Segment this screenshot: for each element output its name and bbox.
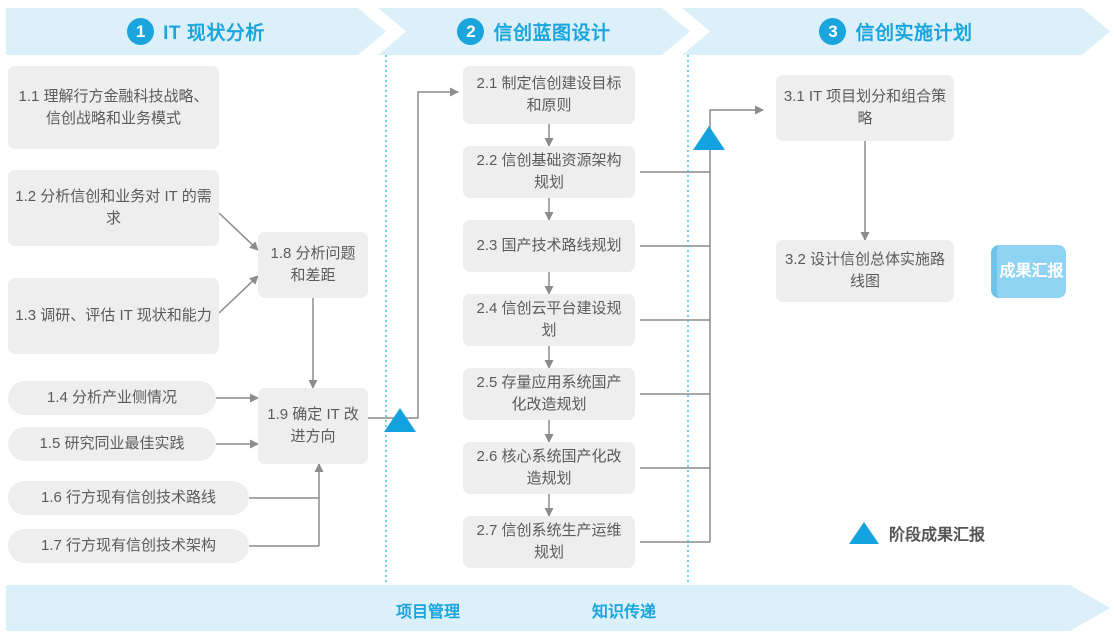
result-chip[interactable]: 成果汇报 xyxy=(991,245,1066,298)
task-box-3-2[interactable]: 3.2 设计信创总体实施路线图 xyxy=(776,240,954,302)
task-box-1-3[interactable]: 1.3 调研、评估 IT 现状和能力 xyxy=(8,278,219,354)
task-box-2-2[interactable]: 2.2 信创基础资源架构规划 xyxy=(463,146,635,198)
phase-title-1: IT 现状分析 xyxy=(163,23,265,44)
edge-1-3-to-1-8 xyxy=(218,275,259,314)
task-box-1-7[interactable]: 1.7 行方现有信创技术架构 xyxy=(8,529,249,563)
task-box-2-4[interactable]: 2.4 信创云平台建设规划 xyxy=(463,294,635,346)
phase-header-2: 2 信创蓝图设计 xyxy=(378,8,690,55)
task-box-2-5[interactable]: 2.5 存量应用系统国产化改造规划 xyxy=(463,368,635,420)
bottom-band xyxy=(6,585,1110,631)
legend: 阶段成果汇报 xyxy=(849,521,985,545)
phase-number-1: 1 xyxy=(127,18,155,45)
task-box-2-1[interactable]: 2.1 制定信创建设目标和原则 xyxy=(463,66,635,124)
phase-number-2: 2 xyxy=(457,18,485,45)
task-box-3-1[interactable]: 3.1 IT 项目划分和组合策略 xyxy=(776,75,954,141)
milestone-triangle-phase1 xyxy=(384,408,416,432)
phase-title-3: 信创实施计划 xyxy=(855,23,973,44)
bottom-label-project-management: 项目管理 xyxy=(396,604,461,621)
task-box-2-6[interactable]: 2.6 核心系统国产化改造规划 xyxy=(463,442,635,494)
task-box-1-5[interactable]: 1.5 研究同业最佳实践 xyxy=(8,427,216,461)
task-box-1-4[interactable]: 1.4 分析产业侧情况 xyxy=(8,381,216,415)
legend-label: 阶段成果汇报 xyxy=(889,527,986,544)
task-box-1-9[interactable]: 1.9 确定 IT 改进方向 xyxy=(258,388,368,464)
bottom-label-knowledge-transfer: 知识传递 xyxy=(592,604,657,621)
phase-title-2: 信创蓝图设计 xyxy=(493,23,611,44)
phase-header-3: 3 信创实施计划 xyxy=(682,8,1110,55)
task-box-1-8[interactable]: 1.8 分析问题和差距 xyxy=(258,232,368,298)
task-box-1-6[interactable]: 1.6 行方现有信创技术路线 xyxy=(8,481,249,515)
task-box-2-3[interactable]: 2.3 国产技术路线规划 xyxy=(463,220,635,272)
triangle-milestone-icon xyxy=(849,522,879,544)
phase-header-1: 1 IT 现状分析 xyxy=(6,8,386,55)
task-box-2-7[interactable]: 2.7 信创系统生产运维规划 xyxy=(463,516,635,568)
milestone-triangle-phase2 xyxy=(693,126,725,150)
edge-1-9-to-2-1 xyxy=(368,87,459,419)
task-box-1-2[interactable]: 1.2 分析信创和业务对 IT 的需求 xyxy=(8,170,219,246)
edge-1-2-to-1-8 xyxy=(218,212,259,251)
task-box-1-1[interactable]: 1.1 理解行方金融科技战略、信创战略和业务模式 xyxy=(8,66,219,149)
phase-number-3: 3 xyxy=(819,18,847,45)
edge-trunk-to-3-1 xyxy=(709,105,764,542)
